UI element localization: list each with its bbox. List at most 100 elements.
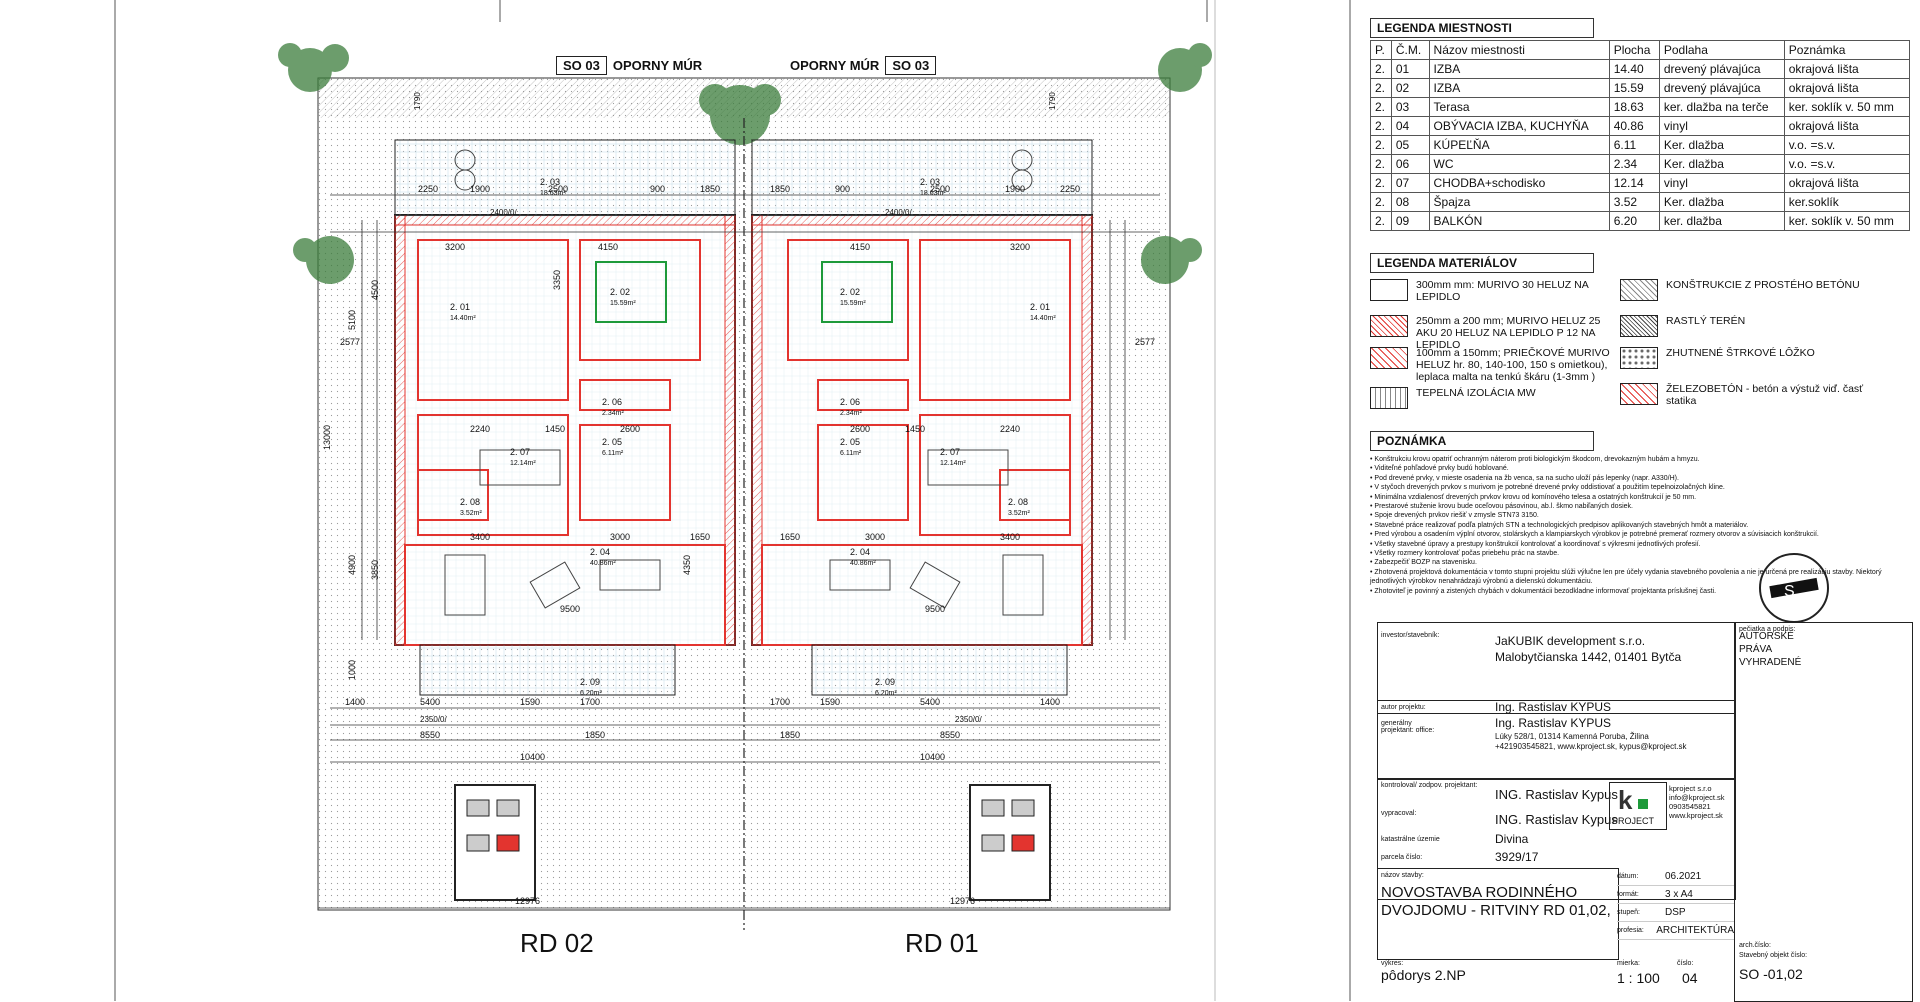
title-block: investor/stavebník: JaKUBIK development …: [1377, 622, 1913, 1002]
control-label: kontroloval/ zodpov. projektant:: [1381, 782, 1478, 789]
format-value: 3 x A4: [1665, 889, 1693, 900]
room-legend-cell: IZBA: [1428, 59, 1610, 79]
dimension-label: 3000: [865, 532, 885, 542]
dimension-label: 10400: [920, 752, 945, 762]
meta-row-format: formát: 3 x A4: [1617, 886, 1734, 904]
room-legend-cell: 15.59: [1608, 78, 1660, 98]
logo-text: PROJECT: [1612, 816, 1655, 826]
room-number-label: 2. 06: [840, 397, 860, 407]
dimension-label: 1650: [690, 532, 710, 542]
room-area-label: 14.40m²: [1030, 315, 1056, 322]
investor-label: investor/stavebník:: [1381, 632, 1440, 639]
room-area-label: 18.63m²: [540, 190, 566, 197]
note-line: • Viditeľné pohľadové prvky budú hoblova…: [1370, 465, 1509, 473]
logo-info-line: www.kproject.sk: [1669, 811, 1723, 820]
room-legend-cell: Ker. dlažba: [1658, 154, 1785, 174]
room-number-label: 2. 01: [450, 302, 470, 312]
material-swatch: [1370, 279, 1408, 301]
note-line: • Spoje drevených prvkov riešiť v zmysle…: [1370, 512, 1539, 520]
house-label-rd02: RD 02: [520, 928, 594, 958]
dimension-label: 1900: [1005, 184, 1025, 194]
room-legend-cell: okrajová lišta: [1783, 59, 1911, 79]
room-number-label: 2. 02: [840, 287, 860, 297]
dimension-label: 1850: [780, 730, 800, 740]
room-legend-cell: Terasa: [1428, 97, 1610, 117]
dimension-label: 1450: [905, 424, 925, 434]
logo-info-line: 0903545821: [1669, 802, 1711, 811]
room-legend-cell: 2.: [1370, 59, 1392, 79]
tree-icon: [278, 43, 1212, 284]
house-label-rd01: RD 01: [905, 928, 979, 958]
room-number-label: 2. 05: [602, 437, 622, 447]
room-area-label: 2.34m²: [602, 410, 624, 417]
room-legend-cell: 2.: [1370, 116, 1392, 136]
material-label: 100mm a 150mm; PRIEČKOVÉ MURIVO HELUZ hr…: [1416, 347, 1610, 383]
drawing-label: výkres:: [1381, 960, 1404, 967]
note-line: • Minimálna vzdialenosť drevených prvkov…: [1370, 493, 1697, 501]
room-legend-cell: WC: [1428, 154, 1610, 174]
job-value: SO -01,02: [1739, 966, 1803, 982]
date-value: 06.2021: [1665, 871, 1702, 882]
format-label: formát:: [1617, 891, 1639, 898]
sign-label: pečiatka a podpis:: [1739, 626, 1796, 633]
dimension-label: 1650: [780, 532, 800, 542]
dimension-label: 4500: [370, 280, 380, 300]
dimension-label: 1400: [345, 697, 365, 707]
room-area-label: 14.40m²: [450, 315, 476, 322]
room-area-label: 15.59m²: [610, 300, 636, 307]
project-name: NOVOSTAVBA RODINNÉHO DVOJDOMU - RITVINY …: [1381, 884, 1611, 919]
room-legend-cell: 2.: [1370, 211, 1392, 231]
room-area-label: 12.14m²: [940, 460, 966, 467]
meta-row-date: dátum:06.2021: [1617, 868, 1734, 886]
stage-label: stupeň:: [1617, 909, 1640, 916]
room-area-label: 2.34m²: [840, 410, 862, 417]
svg-text:S: S: [1784, 583, 1795, 600]
room-legend-cell: 6.20: [1608, 211, 1660, 231]
dimension-label: 1590: [520, 697, 540, 707]
room-legend-cell: drevený plávajúca: [1658, 78, 1785, 98]
room-legend-cell: v.o. =s.v.: [1783, 154, 1911, 174]
material-beton: KONŠTRUKCIE Z PROSTÉHO BETÓNU: [1620, 279, 1880, 301]
rights-line: VYHRADENÉ: [1739, 657, 1802, 668]
dimension-label: 1700: [770, 697, 790, 707]
room-area-label: 6.20m²: [875, 690, 897, 697]
dimension-label: 2250: [1060, 184, 1080, 194]
right-so-tag: SO 03: [885, 56, 937, 75]
room-number-label: 2. 03: [540, 177, 560, 187]
room-legend-cell: 2.: [1370, 78, 1392, 98]
material-teren: RASTLÝ TERÉN: [1620, 315, 1880, 337]
room-legend-cell: 05: [1390, 135, 1430, 155]
arch-number-label: arch.číslo:: [1739, 942, 1771, 949]
dimension-label: 1450: [545, 424, 565, 434]
room-number-label: 2. 06: [602, 397, 622, 407]
dimension-label: 2350/0/: [955, 715, 982, 724]
dimension-label: 1000: [347, 660, 357, 680]
room-legend-cell: 09: [1390, 211, 1430, 231]
room-legend-cell: 14.40: [1608, 59, 1660, 79]
right-retaining-wall-title: OPORNY MÚR: [790, 58, 880, 73]
room-area-label: 6.11m²: [602, 450, 624, 457]
dimension-label: 4350: [682, 555, 692, 575]
room-legend-cell: 2.: [1370, 154, 1392, 174]
dimension-label: 3850: [370, 560, 380, 580]
author-name: Ing. Rastislav KYPUS: [1495, 700, 1612, 714]
legend-panel: LEGENDA MIESTNOSTI P.Č.M.Názov miestnost…: [1370, 18, 1911, 596]
room-legend-cell: 07: [1390, 173, 1430, 193]
room-legend-cell: vinyl: [1658, 116, 1785, 136]
room-legend-col-5: Poznámka: [1783, 40, 1911, 60]
dimension-label: 1790: [1048, 92, 1057, 110]
dimension-label: 4150: [850, 242, 870, 252]
note-line: • Stavebné práce realizovať podľa platný…: [1370, 521, 1749, 529]
room-legend-cell: OBÝVACIA IZBA, KUCHYŇA: [1428, 116, 1610, 136]
house-rd01: [751, 139, 1093, 901]
left-retaining-wall-header: SO 03 OPORNY MÚR: [556, 56, 702, 75]
room-legend-cell: 2.: [1370, 135, 1392, 155]
